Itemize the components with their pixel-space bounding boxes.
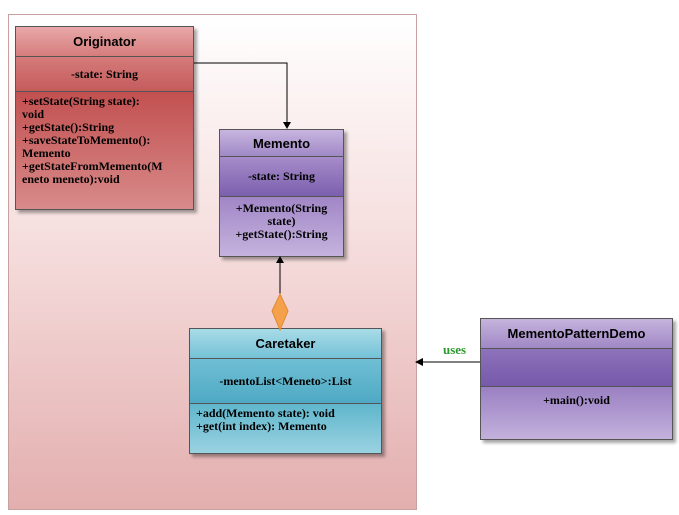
class-attribute: -state: String [220, 157, 343, 197]
operation-line: +main():void [543, 393, 610, 407]
class-name: Originator [16, 27, 193, 57]
operation-line: +getStateFromMemento(M [22, 159, 163, 173]
operation-line: void [22, 107, 45, 121]
operation-line: +Memento(String [235, 201, 328, 215]
arrowhead-icon [415, 358, 423, 366]
arrowhead-icon [276, 256, 284, 263]
class-attribute: -mentoList<Meneto>:List [190, 359, 381, 404]
uses-label: uses [443, 342, 467, 357]
class-caretaker[interactable]: Caretaker -mentoList<Meneto>:List +add(M… [189, 328, 382, 454]
operation-line: +setState(String state): [22, 94, 140, 108]
class-operations: +main():void [481, 387, 672, 439]
operation-line: +getState():String [22, 120, 115, 134]
operation-line: eneto meneto):void [22, 172, 120, 186]
class-operations: +Memento(String state) +getState():Strin… [220, 197, 343, 256]
class-name: Caretaker [190, 329, 381, 359]
class-attribute: -state: String [16, 57, 193, 92]
operation-line: +saveStateToMemento(): [22, 133, 151, 147]
class-attribute [481, 349, 672, 387]
class-operations: +add(Memento state): void +get(int index… [190, 404, 381, 453]
class-operations: +setState(String state): void +getState(… [16, 92, 193, 209]
class-memento[interactable]: Memento -state: String +Memento(String s… [219, 129, 344, 257]
originator-memento-arrow [194, 62, 288, 124]
operation-line: Memento [22, 146, 71, 160]
operation-line: +getState():String [235, 227, 328, 241]
operation-line: +get(int index): Memento [196, 419, 327, 433]
operation-line: state) [267, 214, 296, 228]
class-memento-pattern-demo[interactable]: MementoPatternDemo +main():void [480, 318, 673, 440]
class-name: MementoPatternDemo [481, 319, 672, 349]
aggregation-diamond-icon [271, 292, 289, 332]
class-originator[interactable]: Originator -state: String +setState(Stri… [15, 26, 194, 210]
class-name: Memento [220, 130, 343, 157]
operation-line: +add(Memento state): void [196, 406, 335, 420]
arrowhead-icon [283, 122, 291, 129]
